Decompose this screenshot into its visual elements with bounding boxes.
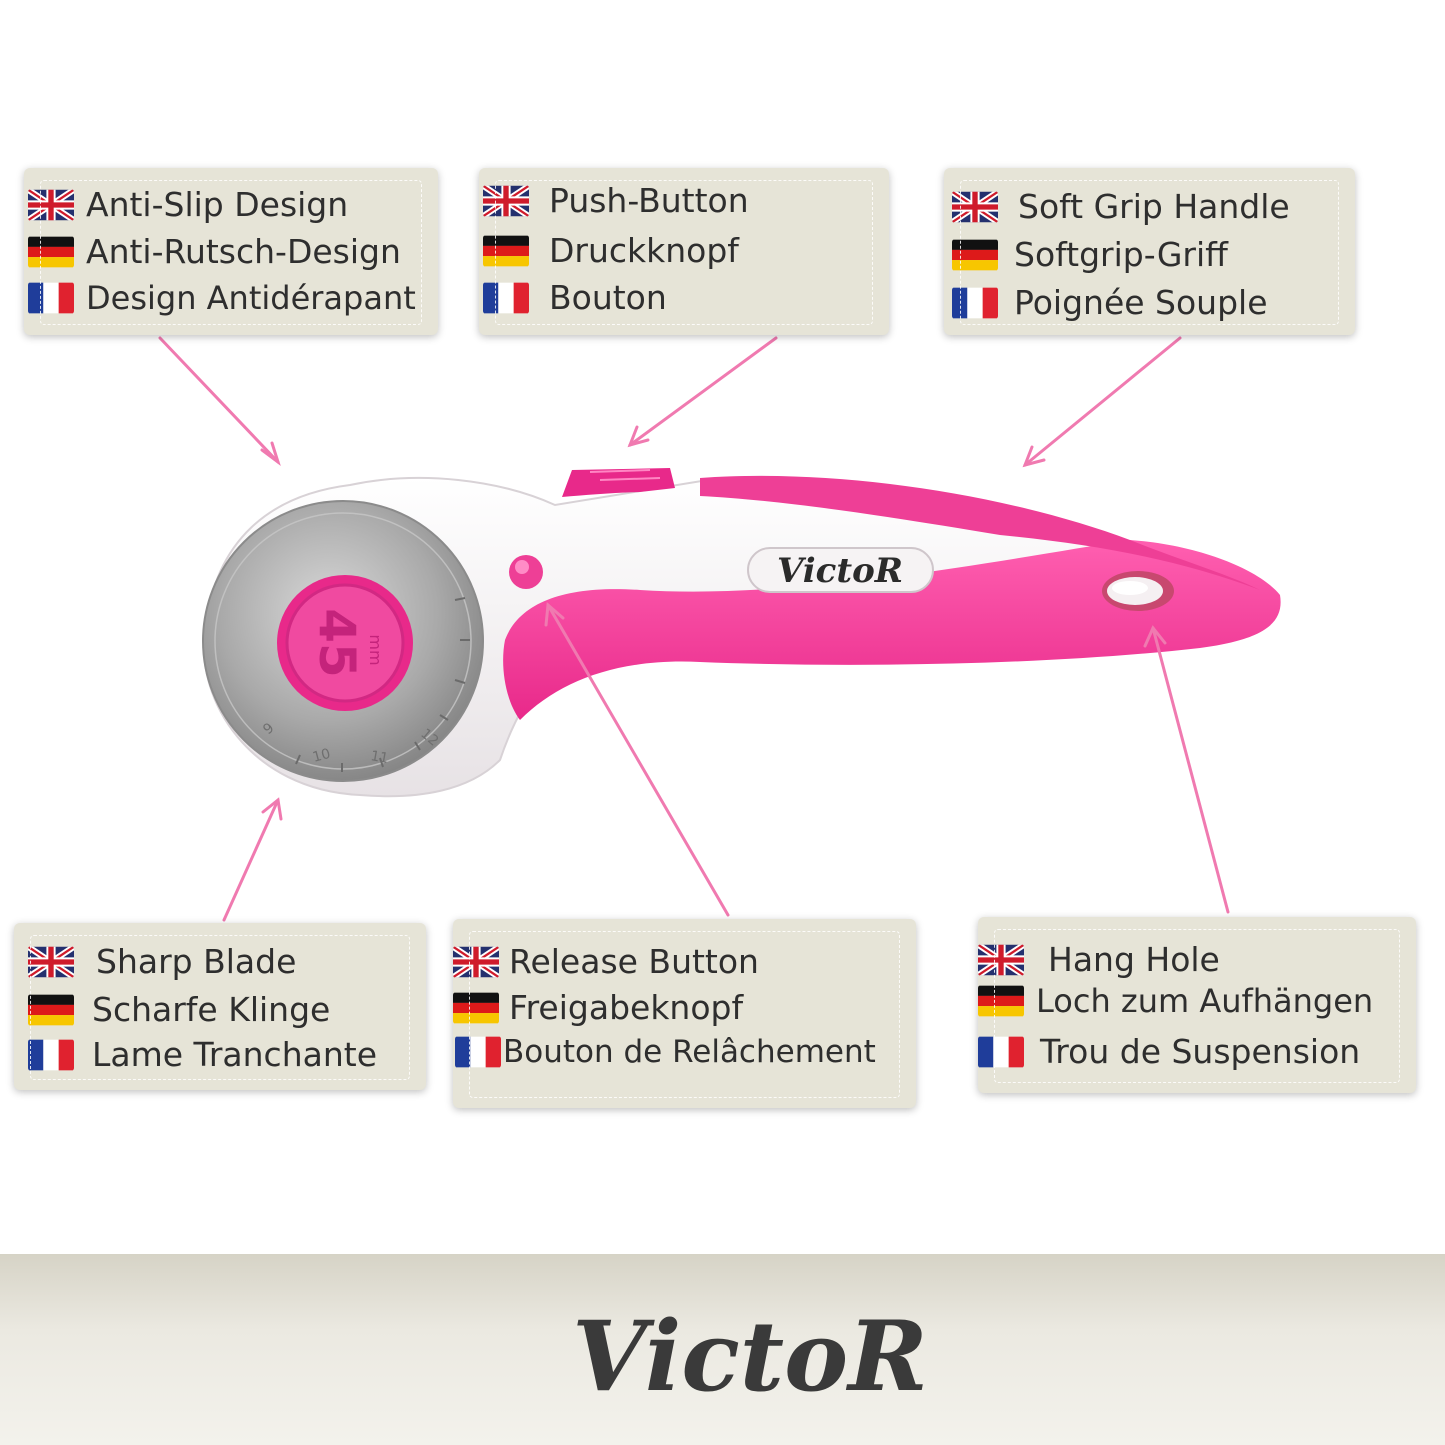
feature-row-de: Loch zum Aufhängen	[978, 985, 1373, 1017]
arrow-release-button	[544, 601, 730, 917]
uk-flag-icon	[483, 185, 529, 217]
germany-flag-icon	[28, 236, 74, 268]
feature-card-hang-hole: Hang Hole Loch zum Aufhängen Trou de Sus…	[978, 917, 1416, 1093]
france-flag-icon	[28, 1039, 74, 1071]
blade-size-label: 45	[308, 608, 366, 678]
feature-row-fr: Design Antidérapant	[28, 282, 416, 314]
feature-label: Softgrip-Griff	[1014, 235, 1228, 274]
germany-flag-icon	[453, 992, 499, 1024]
arrow-push-button	[627, 336, 778, 448]
feature-row-en: Push-Button	[483, 184, 749, 217]
uk-flag-icon	[978, 944, 1024, 976]
feature-label: Druckknopf	[549, 231, 739, 270]
feature-label: Trou de Suspension	[1040, 1032, 1361, 1071]
feature-label: Design Antidérapant	[86, 279, 416, 317]
feature-row-en: Sharp Blade	[28, 945, 296, 978]
feature-row-en: Release Button	[453, 945, 759, 978]
feature-row-de: Scharfe Klinge	[28, 993, 330, 1026]
germany-flag-icon	[978, 985, 1024, 1017]
feature-row-de: Anti-Rutsch-Design	[28, 235, 401, 268]
feature-label: Sharp Blade	[96, 942, 297, 981]
footer-band	[0, 1254, 1445, 1445]
france-flag-icon	[483, 282, 529, 314]
arrow-anti-slip	[158, 336, 281, 467]
feature-label: Anti-Slip Design	[86, 185, 349, 224]
feature-label: Loch zum Aufhängen	[1036, 982, 1374, 1020]
feature-label: Freigabeknopf	[509, 988, 744, 1027]
feature-row-en: Soft Grip Handle	[952, 190, 1290, 223]
uk-flag-icon	[28, 189, 74, 221]
feature-label: Anti-Rutsch-Design	[86, 232, 401, 271]
blade-scale-mark-11: 11	[369, 748, 389, 767]
feature-label: Push-Button	[549, 181, 749, 220]
feature-label: Release Button	[509, 942, 759, 981]
blade-hub: 45 mm	[277, 575, 413, 711]
feature-label: Scharfe Klinge	[92, 990, 331, 1029]
blade-scale-mark-10: 10	[311, 746, 332, 766]
handle-logo-text: VictoR	[777, 551, 903, 591]
brand-logo-text: VictoR	[572, 1300, 928, 1413]
feature-label: Soft Grip Handle	[1018, 187, 1290, 226]
hang-hole	[1102, 571, 1174, 611]
germany-flag-icon	[952, 239, 998, 271]
uk-flag-icon	[952, 191, 998, 223]
germany-flag-icon	[483, 235, 529, 267]
feature-card-sharp-blade: Sharp Blade Scharfe Klinge Lame Tranchan…	[14, 923, 426, 1090]
arrow-hang-hole	[1143, 625, 1230, 914]
feature-row-de: Freigabeknopf	[453, 991, 743, 1024]
feature-card-push-button: Push-Button Druckknopf Bouton	[479, 168, 889, 335]
feature-card-anti-slip: Anti-Slip Design Anti-Rutsch-Design Desi…	[24, 168, 438, 335]
feature-row-de: Softgrip-Griff	[952, 238, 1228, 271]
france-flag-icon	[455, 1036, 501, 1068]
brand-logo: VictoR	[572, 1300, 928, 1413]
feature-label: Hang Hole	[1048, 940, 1220, 979]
arrow-sharp-blade	[222, 797, 283, 922]
feature-label: Bouton de Relâchement	[503, 1033, 876, 1070]
uk-flag-icon	[28, 946, 74, 978]
feature-row-fr: Lame Tranchante	[28, 1038, 377, 1071]
feature-row-en: Anti-Slip Design	[28, 188, 348, 221]
feature-row-fr: Trou de Suspension	[978, 1035, 1360, 1068]
france-flag-icon	[952, 287, 998, 319]
handle-logo: VictoR	[747, 547, 934, 593]
feature-card-release-button: Release Button Freigabeknopf Bouton de R…	[453, 919, 916, 1108]
germany-flag-icon	[28, 994, 74, 1026]
uk-flag-icon	[453, 946, 499, 978]
feature-label: Bouton	[549, 278, 667, 317]
soft-grip-handle	[503, 540, 1281, 720]
feature-label: Poignée Souple	[1014, 283, 1268, 322]
feature-row-en: Hang Hole	[978, 943, 1220, 976]
feature-card-soft-grip: Soft Grip Handle Softgrip-Griff Poignée …	[944, 168, 1355, 335]
france-flag-icon	[28, 282, 74, 314]
blade-size-unit: mm	[366, 634, 385, 665]
feature-row-fr: Bouton de Relâchement	[455, 1036, 876, 1068]
anti-slip-strip	[700, 475, 1260, 590]
feature-row-fr: Bouton	[483, 281, 667, 314]
feature-row-de: Druckknopf	[483, 234, 739, 267]
france-flag-icon	[978, 1036, 1024, 1068]
push-button	[562, 468, 675, 497]
arrow-soft-grip	[1022, 336, 1182, 468]
feature-row-fr: Poignée Souple	[952, 286, 1268, 319]
feature-label: Lame Tranchante	[92, 1035, 377, 1074]
